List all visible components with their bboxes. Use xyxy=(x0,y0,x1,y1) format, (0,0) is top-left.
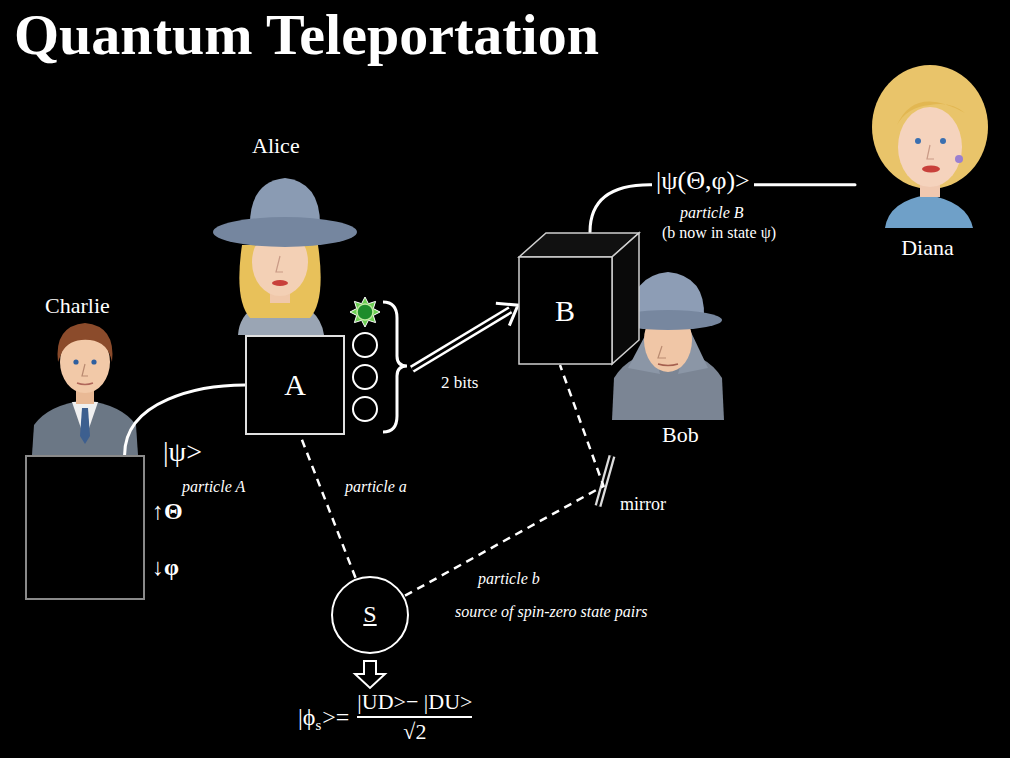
top xyxy=(885,195,973,228)
black-box xyxy=(246,336,344,434)
node-label: Charlie xyxy=(45,293,110,318)
cube-front xyxy=(519,257,612,364)
connector xyxy=(300,435,355,578)
node-label: S xyxy=(330,575,410,655)
mirror-symbol xyxy=(598,456,612,506)
indicator-star xyxy=(350,297,380,327)
node-label: B xyxy=(518,257,612,365)
label: (b now in state ψ) xyxy=(662,224,776,242)
label: particle B xyxy=(680,204,744,222)
mouth xyxy=(658,364,678,366)
indicator-light xyxy=(357,304,373,320)
lips xyxy=(922,166,940,173)
down-arrow xyxy=(355,661,385,688)
node-label: Diana xyxy=(855,235,1000,260)
edge-label: particle b xyxy=(478,570,540,588)
hat-brim xyxy=(213,217,357,247)
nose xyxy=(927,145,934,159)
connector-line xyxy=(300,435,355,578)
node-source: Ssource of spin-zero state pairs xyxy=(330,575,410,655)
node-outline xyxy=(855,55,1000,228)
formula-symbol: >= xyxy=(322,704,349,730)
hair xyxy=(58,323,113,362)
connector xyxy=(405,365,604,596)
eye xyxy=(91,359,96,364)
indicator-light xyxy=(353,365,377,389)
formula-subscript: s xyxy=(315,717,321,734)
connector xyxy=(412,303,518,369)
eye xyxy=(940,138,946,144)
node-note: source of spin-zero state pairs xyxy=(455,603,648,621)
cube-side xyxy=(612,233,639,364)
edge-label: |ψ> xyxy=(163,436,202,468)
flower xyxy=(955,155,963,163)
node-outline xyxy=(25,455,145,600)
tie xyxy=(80,408,90,444)
eye xyxy=(915,138,921,144)
hair xyxy=(872,65,988,189)
edge-label: |ψ(Θ,φ)> xyxy=(652,166,754,196)
node-alice: A xyxy=(245,298,412,435)
nose xyxy=(276,256,283,272)
node-outline xyxy=(245,298,412,435)
fraction: |UD>− |DU> √2 xyxy=(357,690,472,744)
fraction-numerator: |UD>− |DU> xyxy=(357,690,472,714)
label: Bob xyxy=(662,422,699,447)
label: ↑Θ xyxy=(152,498,183,526)
fraction-bar xyxy=(357,716,472,718)
formula-symbol: |ϕ xyxy=(298,704,315,730)
suit xyxy=(32,400,138,455)
node-charlie: Charlie xyxy=(25,455,145,600)
indicator-light xyxy=(353,333,377,357)
node-cube: B xyxy=(518,232,640,365)
title: Quantum Teleportation xyxy=(14,2,599,69)
mouth xyxy=(77,383,93,385)
connector-line xyxy=(412,310,510,369)
mirror-glass xyxy=(598,456,612,506)
alice-portrait xyxy=(213,178,357,335)
mirror-glass xyxy=(598,456,612,506)
label: Alice xyxy=(252,133,300,158)
nose xyxy=(82,364,88,376)
fringe xyxy=(897,101,965,125)
connector-line xyxy=(412,310,510,369)
lips xyxy=(272,280,288,286)
label: ↓φ xyxy=(152,554,179,582)
indicator-light xyxy=(353,397,377,421)
formula: |ϕs>= |UD>− |DU> √2 xyxy=(298,690,472,744)
arrow-head xyxy=(496,303,518,325)
nose xyxy=(658,346,666,358)
edge-label: 2 bits xyxy=(437,373,482,393)
node-outline xyxy=(518,232,640,365)
node-diana: Diana xyxy=(855,55,1000,228)
face xyxy=(898,107,962,187)
edge-label: particle a xyxy=(345,478,407,496)
eye xyxy=(73,359,78,364)
charlie-portrait xyxy=(32,323,138,455)
node-label: A xyxy=(245,335,345,435)
label: particle A xyxy=(182,478,245,496)
brace xyxy=(383,302,407,432)
black-box xyxy=(26,456,144,599)
fraction-denominator: √2 xyxy=(403,720,426,744)
connector-line xyxy=(405,365,604,596)
label: mirror xyxy=(620,494,666,515)
